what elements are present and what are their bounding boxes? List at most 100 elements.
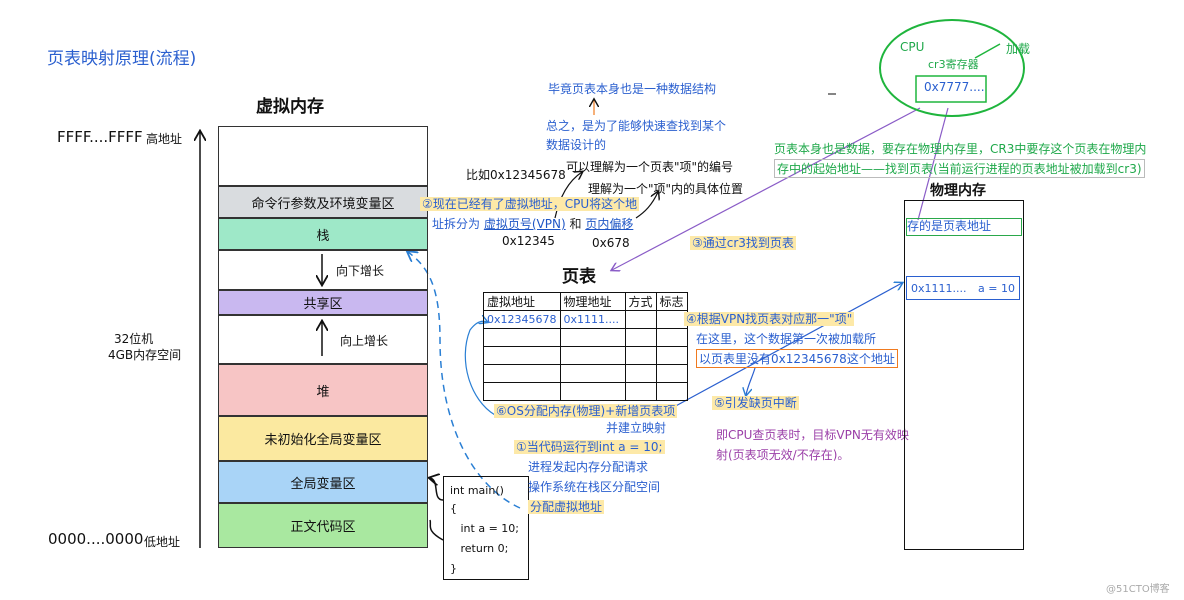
- step3-note: ③通过cr3找到页表: [690, 234, 796, 251]
- table-row: [483, 346, 688, 365]
- load-stroke: [974, 43, 1001, 59]
- empty-top-segment: [218, 126, 428, 186]
- step6-text: ⑥OS分配内存(物理)+新增页表项: [494, 404, 678, 418]
- step5-note: ⑤引发缺页中断: [712, 394, 799, 411]
- page-table: 虚拟地址 物理地址 方式 标志 0x12345678 0x1111....: [483, 292, 688, 401]
- code-line: int a = 10;: [450, 522, 519, 535]
- table-row: [483, 328, 688, 347]
- header-flag: 标志: [655, 292, 688, 311]
- code-line: }: [450, 562, 457, 575]
- offset-value: 0x678: [592, 236, 630, 250]
- note-vpn-meaning: 可以理解为一个页表"项"的编号: [566, 160, 734, 174]
- note-example: 比如0x12345678: [466, 168, 566, 182]
- memory-size-line2: 4GB内存空间: [108, 348, 182, 362]
- offset-meaning-arrow: [635, 192, 658, 219]
- cr3-register-box: [915, 75, 987, 103]
- step2-text: ②现在已经有了虚拟地址，CPU将这个地: [420, 197, 640, 211]
- physical-entry: 0x1111.... a = 10: [906, 276, 1020, 300]
- low-address-label: 低地址: [144, 535, 181, 549]
- heap-grow-label: 向上增长: [340, 334, 389, 348]
- page-title: 页表映射原理(流程): [47, 49, 197, 69]
- step2-line1: ②现在已经有了虚拟地址，CPU将这个地: [420, 195, 640, 212]
- step5-explain-line1: 即CPU查页表时，目标VPN无有效映: [716, 428, 909, 442]
- code-line: return 0;: [450, 542, 509, 555]
- segment-data: 全局变量区: [218, 461, 428, 503]
- page-table-heading: 页表: [562, 267, 596, 287]
- step4-to-step5-arrow: [746, 367, 756, 395]
- physical-memory-heading: 物理内存: [930, 183, 986, 199]
- segment-shared: 共享区: [218, 290, 428, 315]
- segment-bss: 未初始化全局变量区: [218, 416, 428, 461]
- physical-entry-addr: 0x1111....: [911, 282, 967, 295]
- physical-memory-block: [904, 200, 1024, 550]
- cr3-to-pagetable-arrow: [612, 107, 921, 270]
- note-purpose-line2: 数据设计的: [546, 138, 607, 152]
- high-address-label: 高地址: [146, 132, 183, 146]
- note-offset-meaning: 理解为一个"项"内的具体位置: [588, 182, 744, 196]
- cpu-circle: [879, 19, 1025, 117]
- step1-text: ①当代码运行到int a = 10;: [514, 440, 665, 454]
- table-row: [483, 364, 688, 383]
- step4-line3: 以页表里没有0x12345678这个地址: [696, 349, 898, 368]
- step1-line2: 进程发起内存分配请求: [528, 460, 649, 474]
- segment-cmdline-env: 命令行参数及环境变量区: [218, 186, 428, 218]
- cell-physical-addr: 0x1111....: [559, 310, 626, 329]
- watermark: @51CTO博客: [1106, 584, 1170, 595]
- step4-line2: 在这里，这个数据第一次被加载所: [696, 332, 877, 346]
- segment-heap: 堆: [218, 364, 428, 416]
- code-line: {: [450, 502, 457, 515]
- step2-offset: 页内偏移: [585, 217, 634, 231]
- cr3-note-line1: 页表本身也是数据，要存在物理内存里，CR3中要存这个页表在物理内: [774, 142, 1147, 156]
- note-data-structure: 毕竟页表本身也是一种数据结构: [548, 82, 717, 96]
- header-physical-addr: 物理地址: [559, 292, 626, 311]
- step1-line4: 分配虚拟地址: [528, 498, 605, 515]
- page-table-storage-label: 存的是页表地址: [907, 219, 992, 233]
- code-snippet: int main() { int a = 10; return 0; }: [443, 476, 529, 580]
- vpn-meaning-arrow: [554, 172, 582, 219]
- step2-split-label: 址拆分为: [432, 217, 481, 231]
- table-row: [483, 382, 688, 401]
- header-mode: 方式: [624, 292, 657, 311]
- cell-virtual-addr: 0x12345678: [483, 310, 561, 329]
- note-purpose-line1: 总之，是为了能够快速查找到某个: [546, 119, 727, 133]
- cr3-to-physical-arrow: [917, 107, 949, 221]
- step1-line3: 操作系统在栈区分配空间: [528, 480, 661, 494]
- stack-grow-label: 向下增长: [336, 264, 385, 278]
- step2-and: 和: [569, 217, 582, 231]
- step1-line1: ①当代码运行到int a = 10;: [514, 438, 665, 455]
- cell-mode: [624, 310, 657, 329]
- cr3-note-line2: 存中的起始地址——找到页表(当前运行进程的页表地址被加载到cr3): [774, 159, 1145, 178]
- cr3-register-value: 0x7777....: [924, 80, 985, 94]
- step4-text: ④根据VPN找页表对应那一"项": [684, 312, 855, 326]
- memory-size-line1: 32位机: [114, 332, 154, 346]
- step3-text: ③通过cr3找到页表: [690, 236, 796, 250]
- step2-line2: 址拆分为 虚拟页号(VPN) 和 页内偏移: [432, 215, 633, 232]
- step5-explain-line2: 射(页表项无效/不存在)。: [716, 448, 850, 462]
- pt-to-physical-arrow: [671, 283, 902, 409]
- cpu-label: CPU: [900, 40, 925, 54]
- step6-line1: ⑥OS分配内存(物理)+新增页表项: [494, 402, 678, 419]
- heap-grow-gap: [218, 315, 428, 364]
- load-label: 加载: [1006, 42, 1031, 56]
- code-line: int main(): [450, 484, 504, 497]
- segment-text: 正文代码区: [218, 503, 428, 548]
- high-address-value: FFFF....FFFF: [57, 128, 143, 146]
- stack-grow-gap: [218, 250, 428, 290]
- low-address-value: 0000....0000: [48, 530, 144, 548]
- step2-vpn: 虚拟页号(VPN): [483, 217, 566, 231]
- table-row: 0x12345678 0x1111....: [483, 310, 688, 329]
- table-header-row: 虚拟地址 物理地址 方式 标志: [483, 292, 688, 311]
- physical-entry-value: a = 10: [978, 282, 1015, 295]
- step4-line1: ④根据VPN找页表对应那一"项": [684, 310, 855, 327]
- vpn-value: 0x12345: [502, 234, 555, 248]
- segment-stack: 栈: [218, 218, 428, 250]
- step6-line2: 并建立映射: [606, 421, 667, 435]
- step5-text: ⑤引发缺页中断: [712, 396, 799, 410]
- code-to-text-curve: [429, 519, 444, 541]
- step1-alloc-text: 分配虚拟地址: [528, 500, 605, 514]
- virtual-memory-heading: 虚拟内存: [256, 97, 324, 117]
- header-virtual-addr: 虚拟地址: [483, 292, 561, 311]
- cell-flag: [655, 310, 688, 329]
- cr3-register-label: cr3寄存器: [928, 58, 979, 71]
- page-table-storage: 存的是页表地址: [906, 218, 1022, 236]
